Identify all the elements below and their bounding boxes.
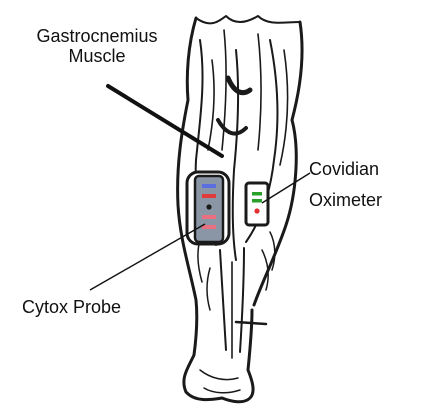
muscle-label: Gastrocnemius Muscle — [2, 26, 192, 66]
probe-label: Cytox Probe — [22, 297, 121, 317]
oximeter-label-line1: Covidian — [309, 154, 382, 185]
oximeter-label-line2: Oximeter — [309, 185, 382, 216]
cytox-probe — [187, 172, 229, 244]
muscle-label-line2: Muscle — [2, 46, 192, 66]
muscle-leader-line — [108, 86, 222, 156]
probe-leader-line — [90, 224, 205, 290]
oximeter-label: Covidian Oximeter — [309, 154, 382, 216]
muscle-label-line1: Gastrocnemius — [2, 26, 192, 46]
covidian-oximeter — [246, 183, 268, 225]
probe-label-text: Cytox Probe — [22, 297, 121, 317]
